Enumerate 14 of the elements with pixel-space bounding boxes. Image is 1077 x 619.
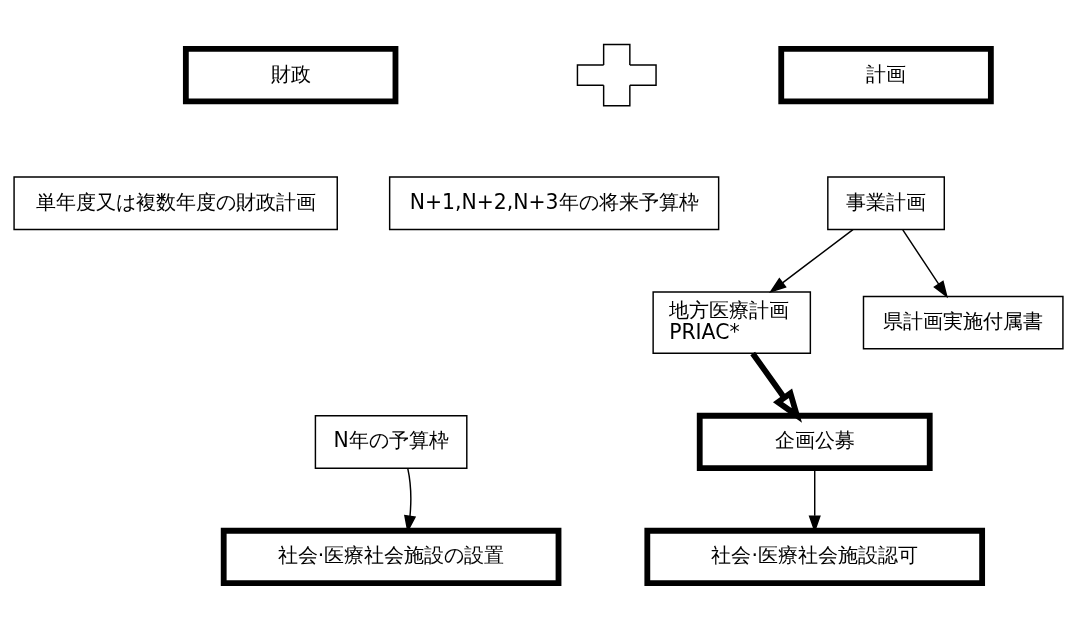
node-box: N年の予算枠 xyxy=(314,415,468,469)
node-box: N+1,N+2,N+3年の将来予算枠 xyxy=(388,176,720,231)
node-box: 社会·医療社会施設認可 xyxy=(644,527,986,587)
node-box: 財政 xyxy=(182,46,399,105)
node-box: 単年度又は複数年度の財政計画 xyxy=(13,176,338,231)
node-box: 県計画実施付属書 xyxy=(862,295,1064,350)
node-box: 事業計画 xyxy=(827,176,945,231)
arrow xyxy=(769,228,854,293)
arrow xyxy=(750,351,802,423)
node-box: 企画公募 xyxy=(696,412,933,472)
node-box: 計画 xyxy=(778,46,994,105)
node-box: 地方医療計画 PRIAC* xyxy=(652,291,812,354)
arrow xyxy=(902,229,948,299)
node-box: 社会·医療社会施設の設置 xyxy=(220,527,562,587)
